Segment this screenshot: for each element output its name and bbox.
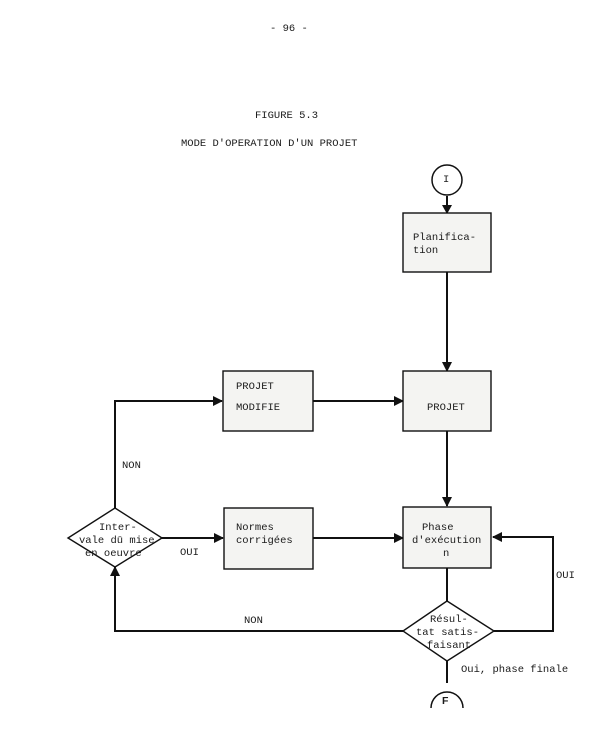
resultat-final-label: Oui, phase finale bbox=[461, 664, 569, 676]
phase-execution-box bbox=[402, 506, 492, 569]
arrowhead-icon bbox=[214, 533, 224, 543]
arrowhead-icon bbox=[213, 396, 223, 406]
normes-corrigees-box bbox=[223, 507, 314, 570]
resultat-decision bbox=[401, 600, 496, 662]
arrowhead-icon bbox=[492, 532, 502, 542]
intervale-oui-label: OUI bbox=[180, 547, 199, 559]
normes-line-2: corrigées bbox=[236, 535, 293, 547]
end-connector bbox=[430, 691, 464, 709]
projet-modifie-line-2: MODIFIE bbox=[236, 402, 281, 414]
edge-resultat-to-phase bbox=[493, 536, 554, 632]
start-label: I bbox=[443, 174, 450, 186]
normes-line-1: Normes bbox=[236, 522, 274, 534]
figure-title: MODE D'OPERATION D'UN PROJET bbox=[181, 138, 358, 150]
start-connector bbox=[431, 164, 463, 196]
resultat-oui-label: OUI bbox=[556, 570, 575, 582]
resultat-line-3: faisant bbox=[427, 640, 472, 652]
arrowhead-icon bbox=[442, 362, 452, 372]
planification-line-2: tion bbox=[413, 245, 439, 257]
planification-box bbox=[402, 212, 492, 273]
end-label: F bbox=[442, 695, 449, 707]
projet-box bbox=[402, 370, 492, 432]
projet-modifie-box bbox=[222, 370, 314, 432]
intervale-non-label: NON bbox=[122, 460, 141, 472]
edge-resultat-to-intervale bbox=[114, 567, 403, 632]
phase-line-1: Phase bbox=[422, 522, 454, 534]
arrowhead-icon bbox=[442, 497, 452, 507]
intervale-decision bbox=[66, 507, 164, 568]
phase-line-2: d'exécution bbox=[412, 535, 482, 547]
arrowhead-icon bbox=[394, 396, 404, 406]
intervale-line-2: vale dū mise bbox=[79, 535, 155, 547]
intervale-line-1: Inter- bbox=[99, 522, 137, 534]
figure-label: FIGURE 5.3 bbox=[255, 110, 319, 122]
arrowhead-icon bbox=[110, 566, 120, 576]
resultat-non-label: NON bbox=[244, 615, 263, 627]
planification-line-1: Planifica- bbox=[413, 232, 477, 244]
page-number: - 96 - bbox=[270, 23, 308, 35]
resultat-line-2: tat satis- bbox=[416, 627, 480, 639]
arrowhead-icon bbox=[442, 205, 452, 214]
edge-intervale-to-projetmodifie bbox=[114, 400, 222, 508]
projet-label: PROJET bbox=[427, 402, 465, 414]
arrowhead-icon bbox=[394, 533, 404, 543]
resultat-line-1: Résul- bbox=[430, 614, 468, 626]
intervale-line-3: en oeuvre bbox=[85, 548, 142, 560]
phase-line-3: n bbox=[443, 548, 450, 560]
projet-modifie-line-1: PROJET bbox=[236, 381, 274, 393]
